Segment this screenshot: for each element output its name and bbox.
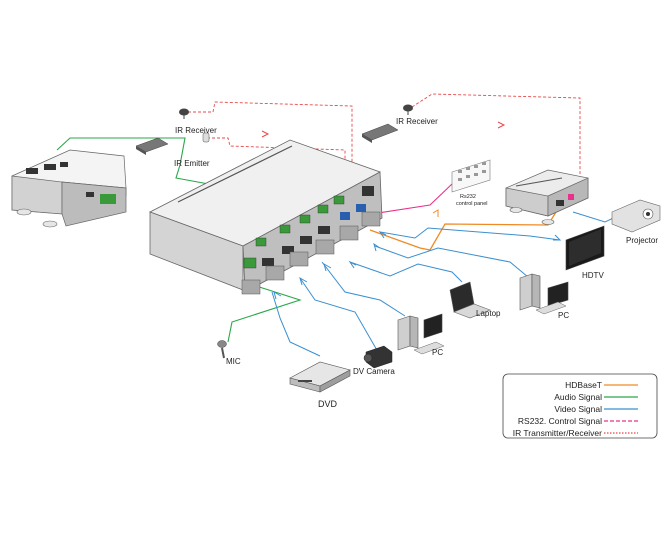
device-labels: IR Receiver IR Receiver IR Emitter Rs232…	[174, 117, 658, 409]
main-unit	[149, 139, 383, 295]
label-dv-camera: DV Camera	[353, 367, 395, 376]
label-dvd: DVD	[318, 399, 338, 409]
video-line-pc-right	[374, 245, 529, 278]
legend-label-ir: IR Transmitter/Receiver	[513, 428, 602, 438]
pc-center-icon	[397, 313, 445, 355]
label-pc-center: PC	[432, 348, 443, 357]
video-line-laptop	[349, 261, 463, 283]
ir-emitter-icon	[202, 132, 210, 143]
hdbaset-arrow	[432, 209, 439, 217]
receiver-box-right	[505, 169, 589, 225]
video-line-dvd	[271, 291, 321, 357]
video-arrow-7	[553, 234, 562, 241]
remote-left	[135, 137, 169, 155]
label-pc-right: PC	[558, 311, 569, 320]
rs232-line	[377, 183, 453, 214]
video-line-pc-center	[321, 261, 406, 317]
mic-icon	[217, 340, 227, 359]
receiver-box-left	[11, 149, 127, 228]
ir-line-right	[411, 93, 581, 188]
video-arrow-5	[373, 242, 381, 252]
video-arrow-2	[323, 262, 332, 272]
video-line-dvcam	[299, 277, 379, 353]
hdtv-icon	[565, 225, 605, 271]
rs232-control-panel	[451, 159, 491, 193]
label-ir-receiver-left: IR Receiver	[175, 126, 217, 135]
legend-label-video: Video Signal	[554, 404, 602, 414]
legend-label-audio: Audio Signal	[554, 392, 602, 402]
label-laptop: Laptop	[476, 309, 501, 318]
projector-icon	[611, 199, 661, 233]
legend-label-hdbaset: HDBaseT	[565, 380, 602, 390]
ir-line-left	[188, 101, 353, 185]
video-arrow-3	[299, 276, 308, 286]
dvd-player-icon	[289, 361, 351, 393]
video-arrow-4	[273, 290, 282, 300]
dv-camera-icon	[363, 345, 393, 369]
pc-right-icon	[519, 273, 569, 315]
audio-line-mic	[227, 284, 302, 343]
label-mic: MIC	[226, 357, 241, 366]
cables	[56, 93, 623, 357]
ir-arrow-1	[261, 130, 270, 138]
legend-box	[502, 373, 658, 439]
ir-receiver-left-icon	[179, 108, 189, 119]
laptop-icon	[449, 281, 491, 319]
legend: HDBaseT Audio Signal Video Signal RS232.…	[502, 373, 658, 439]
remote-right	[361, 123, 399, 143]
ir-arrow-2	[497, 121, 506, 129]
ir-receiver-right-icon	[403, 104, 413, 115]
label-hdtv: HDTV	[582, 271, 604, 280]
video-arrow-6	[378, 230, 387, 239]
label-rs232-line2: control panel	[456, 201, 488, 207]
legend-label-rs232: RS232. Control Signal	[518, 416, 602, 426]
video-arrow-1	[348, 260, 357, 269]
label-ir-emitter: IR Emitter	[174, 159, 210, 168]
video-line-hdtv	[379, 227, 561, 241]
label-ir-receiver-right: IR Receiver	[396, 117, 438, 126]
label-projector: Projector	[626, 236, 658, 245]
label-rs232-line1: Rs232	[460, 194, 476, 200]
